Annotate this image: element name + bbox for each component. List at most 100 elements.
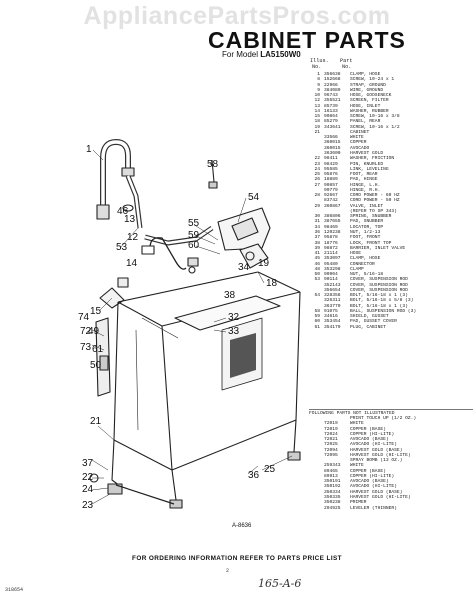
part-number: 72019 [324, 426, 338, 432]
part-number: 120238 [324, 229, 341, 235]
part-description: VALVE, INLET [350, 203, 384, 209]
illus-no: 27 [314, 182, 320, 188]
part-description: BARRIER, INLET VALVE [350, 245, 406, 251]
part-description: PAD, GUSSET COVER [350, 319, 397, 325]
not-illustrated-row: PRINT TOUCH UP (1/2 OZ.) [310, 416, 470, 421]
part-number: 204925 [324, 505, 341, 511]
part-number: 85739 [324, 103, 338, 109]
illus-no: 54 [314, 293, 320, 299]
part-number: 98429 [324, 161, 338, 167]
callout-label: 13 [124, 214, 136, 225]
cabinet-top-left-edge [117, 271, 259, 303]
part-number: 83742 [324, 198, 338, 204]
part-description: BOLT, 5/16-18 x 1 (3) [350, 303, 408, 309]
illus-no: 37 [314, 235, 320, 241]
part-description: LEVELER (THINNER) [350, 505, 397, 511]
part-description: COPPER (HI-LITE) [350, 473, 395, 479]
part-number: 360867 [324, 203, 341, 209]
part-number: 386806 [324, 214, 341, 220]
illus-no: 60 [314, 319, 320, 325]
callout-label: 55 [188, 218, 200, 229]
part-number: 354179 [324, 324, 341, 330]
callout-label: 23 [82, 500, 94, 511]
illus-no: 30 [314, 214, 320, 220]
part-description: SCREEN, FILTER [350, 98, 389, 104]
part-description: CLAMP, HOSE [350, 72, 381, 77]
part-description: AVOCADO (BASE) [350, 479, 389, 485]
illus-no: 9 [317, 82, 320, 88]
part-description: COVER, SUSPENSION ROD [350, 277, 408, 283]
part-number: 98411 [324, 156, 338, 162]
callout-label: 72 [80, 326, 92, 337]
illus-no: 23 [314, 161, 320, 167]
model-number: LA5150W0 [260, 50, 301, 59]
part-number: 384089 [324, 87, 341, 93]
part-description: CORD POWER - 60 HZ [350, 193, 400, 199]
part-number: 89913 [324, 473, 338, 479]
part-description: COPPER (BASE) [350, 468, 386, 474]
callout-label: 19 [258, 258, 270, 269]
illus-no: 61 [314, 324, 320, 330]
illus-no: 53 [314, 277, 320, 283]
subtitle-prefix: For Model [222, 50, 259, 59]
callout-label: 38 [224, 290, 236, 301]
part-row: 36 120238 NUT, 1/2-13 [310, 230, 470, 235]
not-illustrated-heading: FOLLOWING PARTS NOT ILLUSTRATED [309, 409, 473, 416]
part-description: HINGE, R.H. [350, 187, 381, 193]
part-description: WHITE [350, 421, 364, 427]
illus-no: 24 [314, 166, 320, 172]
illus-no: 25 [314, 172, 320, 178]
part-description: LOCK, FRONT TOP [350, 240, 392, 246]
part-number: 92667 [324, 193, 338, 199]
part-number: 90857 [324, 182, 338, 188]
callout-label: 33 [228, 326, 240, 337]
part-number: 95585 [324, 166, 338, 172]
part-number: 16133 [324, 108, 338, 114]
part-row: 53 90114 COVER, SUSPENSION ROD [310, 277, 470, 282]
part-number: 90864 [324, 114, 338, 120]
part-number: 98872 [324, 245, 338, 251]
illus-no: 10 [314, 93, 320, 99]
illus-no: 18 [314, 119, 320, 125]
part-number: 85279 [324, 119, 338, 125]
part-number: 90114 [324, 277, 338, 283]
illus-no: 38 [314, 240, 320, 246]
part-number: 95876 [324, 172, 338, 178]
part-number: 98469 [324, 224, 338, 230]
part-description: HOSE, GOOSENECK [350, 93, 392, 99]
callout-numbers: 1461353121458545559601918154961503438747… [78, 144, 278, 511]
illus-no: 36 [314, 229, 320, 235]
part-number: 89465 [324, 468, 338, 474]
illus-no: 19 [314, 124, 320, 130]
callout-label: 15 [90, 306, 102, 317]
part-description: SCREW, 10-24 x 1 [350, 77, 395, 83]
part-number: 387655 [324, 219, 341, 225]
callout-label: 1 [86, 144, 92, 155]
part-description: HARVEST GOLD (BASE) [350, 489, 403, 495]
part-number: 360015 [324, 145, 341, 151]
illus-no: 8 [317, 77, 320, 83]
part-number: 356638 [324, 72, 341, 77]
part-number: 96743 [324, 93, 338, 99]
part-description: NUT, 1/2-13 [350, 229, 381, 235]
part-description: AVOCADO (HI-LITE) [350, 442, 397, 448]
part-description: COPPER (HI-LITE) [350, 431, 395, 437]
